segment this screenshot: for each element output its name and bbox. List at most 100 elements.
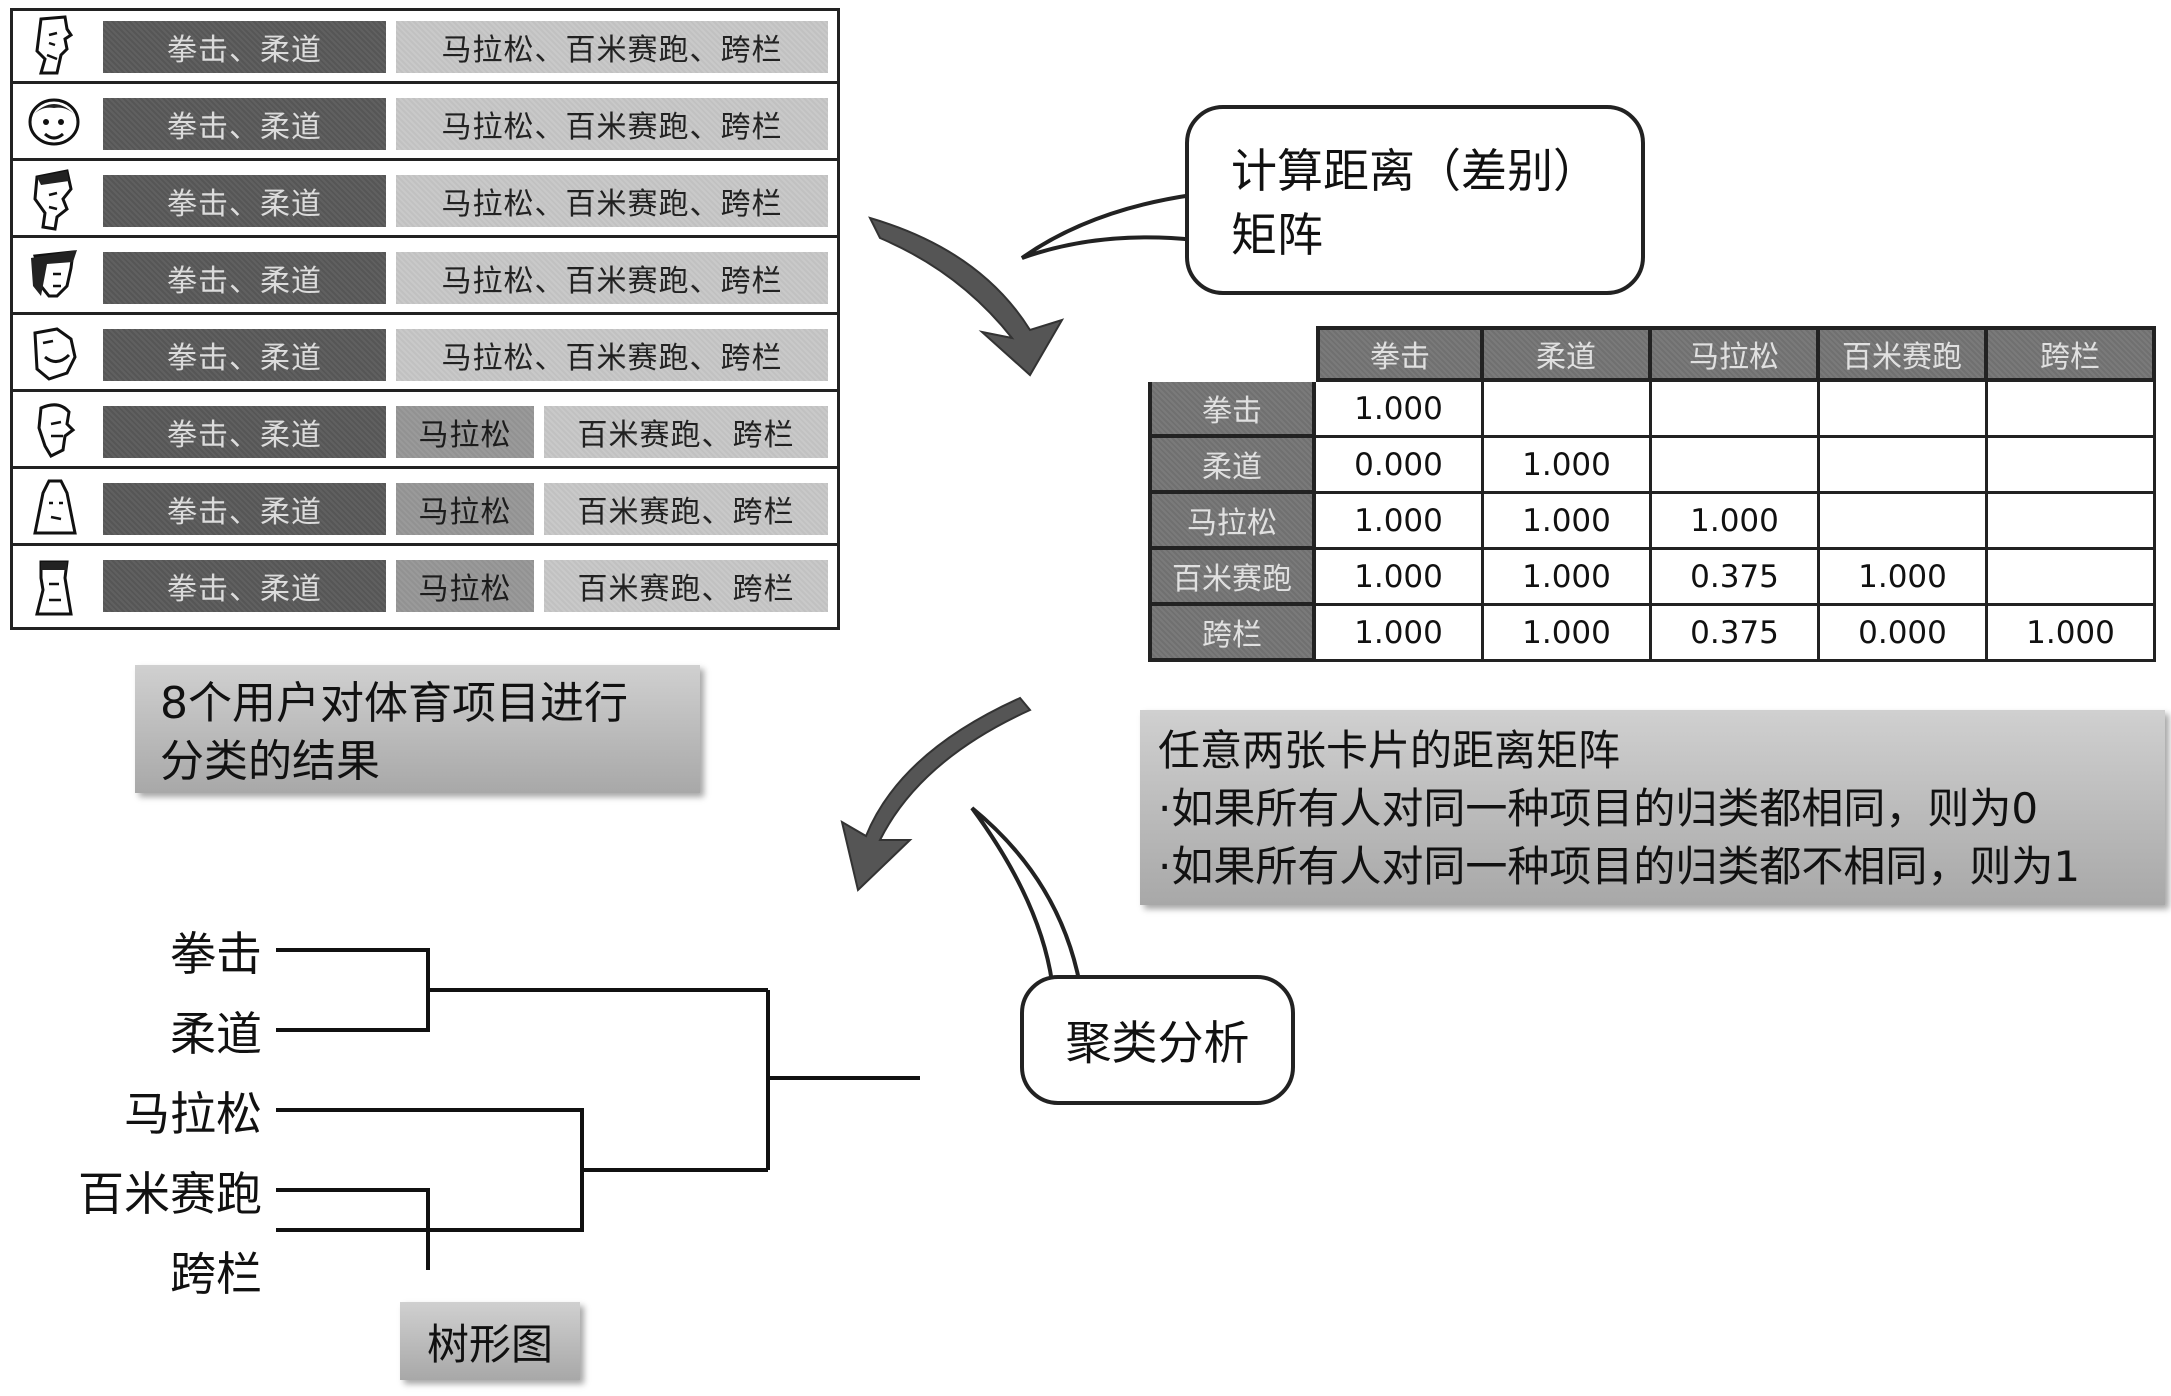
- matrix-cell: [1988, 382, 2156, 438]
- group-combat: 拳击、柔道: [103, 560, 386, 612]
- users-caption-line2: 分类的结果: [160, 736, 380, 787]
- group-marathon: 马拉松: [396, 406, 534, 458]
- user-card-row: 拳击、柔道 马拉松、百米赛跑、跨栏: [13, 242, 837, 315]
- group-combat: 拳击、柔道: [103, 252, 386, 304]
- matrix-col-head: 百米赛跑: [1820, 326, 1988, 382]
- matrix-cell: 1.000: [1316, 494, 1484, 550]
- arrow-to-dendrogram-icon: [840, 696, 1032, 892]
- matrix-cell: 1.000: [1652, 494, 1820, 550]
- distance-matrix: 拳击 柔道 马拉松 百米赛跑 跨栏 拳击 1.000 柔道 0.000 1.00…: [1148, 326, 2156, 662]
- matrix-cell: [1988, 494, 2156, 550]
- bubble-cluster-analysis: 聚类分析: [1020, 975, 1295, 1105]
- matrix-row-head: 跨栏: [1148, 606, 1316, 662]
- user-card-row: 拳击、柔道 马拉松 百米赛跑、跨栏: [13, 473, 837, 546]
- user-card-row: 拳击、柔道 马拉松 百米赛跑、跨栏: [13, 396, 837, 469]
- matrix-caption: 任意两张卡片的距离矩阵 ·如果所有人对同一种项目的归类都相同，则为0 ·如果所有…: [1140, 710, 2165, 905]
- group-running: 马拉松、百米赛跑、跨栏: [396, 175, 828, 227]
- matrix-row: 柔道 0.000 1.000: [1148, 438, 2156, 494]
- user-avatar-2-icon: [13, 88, 95, 158]
- matrix-cell: 0.000: [1820, 606, 1988, 662]
- matrix-cell: 1.000: [1484, 438, 1652, 494]
- group-running: 马拉松、百米赛跑、跨栏: [396, 252, 828, 304]
- group-combat: 拳击、柔道: [103, 406, 386, 458]
- matrix-col-head: 柔道: [1484, 326, 1652, 382]
- arrow-to-matrix-icon: [868, 216, 1065, 377]
- bubble-cluster-label: 聚类分析: [1065, 1016, 1250, 1070]
- user-card-row: 拳击、柔道 马拉松、百米赛跑、跨栏: [13, 165, 837, 238]
- group-sprint: 百米赛跑、跨栏: [544, 483, 828, 535]
- group-combat: 拳击、柔道: [103, 175, 386, 227]
- user-card-row: 拳击、柔道 马拉松 百米赛跑、跨栏: [13, 550, 837, 623]
- matrix-cell: [1820, 382, 1988, 438]
- bubble-distance-matrix: 计算距离（差别） 矩阵: [1185, 105, 1645, 295]
- matrix-cell: 1.000: [1316, 382, 1484, 438]
- group-combat: 拳击、柔道: [103, 329, 386, 381]
- group-combat: 拳击、柔道: [103, 98, 386, 150]
- matrix-row-head: 柔道: [1148, 438, 1316, 494]
- dendrogram-lines: [276, 948, 920, 1270]
- matrix-row: 跨栏 1.000 1.000 0.375 0.000 1.000: [1148, 606, 2156, 662]
- matrix-cell: 1.000: [1316, 550, 1484, 606]
- users-caption: 8个用户对体育项目进行 分类的结果: [135, 665, 700, 793]
- dendrogram-leaf-label: 柔道: [170, 1007, 262, 1061]
- dendrogram-leaf-label: 拳击: [170, 927, 262, 981]
- user-avatar-3-icon: [13, 165, 95, 235]
- group-combat: 拳击、柔道: [103, 483, 386, 535]
- group-running: 马拉松、百米赛跑、跨栏: [396, 329, 828, 381]
- matrix-cell: [1820, 438, 1988, 494]
- group-running: 马拉松、百米赛跑、跨栏: [396, 98, 828, 150]
- matrix-cell: 0.000: [1316, 438, 1484, 494]
- matrix-caption-bullet2: ·如果所有人对同一种项目的归类都不相同，则为1: [1158, 842, 2081, 891]
- dendrogram-leaf-label: 百米赛跑: [78, 1167, 262, 1221]
- user-card-row: 拳击、柔道 马拉松、百米赛跑、跨栏: [13, 11, 837, 84]
- matrix-cell: [1652, 438, 1820, 494]
- users-caption-line1: 8个用户对体育项目进行: [160, 678, 628, 729]
- matrix-row-head: 百米赛跑: [1148, 550, 1316, 606]
- group-marathon: 马拉松: [396, 560, 534, 612]
- bubble-distance-line2: 矩阵: [1231, 208, 1323, 262]
- dendrogram-caption-label: 树形图: [426, 1319, 553, 1369]
- matrix-caption-bullet1: ·如果所有人对同一种项目的归类都相同，则为0: [1158, 784, 2039, 833]
- matrix-row-head: 马拉松: [1148, 494, 1316, 550]
- dendrogram-leaf-label: 跨栏: [170, 1247, 262, 1301]
- user-card-list: 拳击、柔道 马拉松、百米赛跑、跨栏 拳击、柔道 马拉松、百米赛跑、跨栏 拳击、柔…: [10, 8, 840, 630]
- matrix-cell: 1.000: [1820, 550, 1988, 606]
- bubble-distance-tail: [1020, 193, 1197, 260]
- matrix-cell: 1.000: [1484, 494, 1652, 550]
- matrix-cell: 1.000: [1988, 606, 2156, 662]
- matrix-col-head: 跨栏: [1988, 326, 2156, 382]
- matrix-cell: 1.000: [1316, 606, 1484, 662]
- matrix-row: 百米赛跑 1.000 1.000 0.375 1.000: [1148, 550, 2156, 606]
- matrix-col-head: 拳击: [1316, 326, 1484, 382]
- matrix-cell: [1988, 550, 2156, 606]
- user-avatar-1-icon: [13, 11, 95, 81]
- user-card-row: 拳击、柔道 马拉松、百米赛跑、跨栏: [13, 88, 837, 161]
- matrix-cell: [1652, 382, 1820, 438]
- user-avatar-7-icon: [13, 473, 95, 543]
- matrix-cell: 0.375: [1652, 606, 1820, 662]
- matrix-col-head: 马拉松: [1652, 326, 1820, 382]
- matrix-header-row: 拳击 柔道 马拉松 百米赛跑 跨栏: [1148, 326, 2156, 382]
- group-sprint: 百米赛跑、跨栏: [544, 560, 828, 612]
- matrix-corner: [1148, 326, 1316, 382]
- group-sprint: 百米赛跑、跨栏: [544, 406, 828, 458]
- group-running: 马拉松、百米赛跑、跨栏: [396, 21, 828, 73]
- group-combat: 拳击、柔道: [103, 21, 386, 73]
- dendrogram-caption: 树形图: [400, 1302, 580, 1380]
- user-avatar-6-icon: [13, 396, 95, 466]
- bubble-cluster-tail: [970, 806, 1082, 986]
- matrix-cell: 1.000: [1484, 550, 1652, 606]
- matrix-cell: [1820, 494, 1988, 550]
- user-avatar-5-icon: [13, 319, 95, 389]
- matrix-row: 拳击 1.000: [1148, 382, 2156, 438]
- matrix-cell: [1988, 438, 2156, 494]
- dendrogram-leaf-label: 马拉松: [124, 1087, 262, 1141]
- bubble-distance-line1: 计算距离（差别）: [1231, 144, 1599, 198]
- user-avatar-4-icon: [13, 242, 95, 312]
- matrix-cell: [1484, 382, 1652, 438]
- group-marathon: 马拉松: [396, 483, 534, 535]
- matrix-cell: 1.000: [1484, 606, 1652, 662]
- matrix-row: 马拉松 1.000 1.000 1.000: [1148, 494, 2156, 550]
- user-avatar-8-icon: [13, 550, 95, 623]
